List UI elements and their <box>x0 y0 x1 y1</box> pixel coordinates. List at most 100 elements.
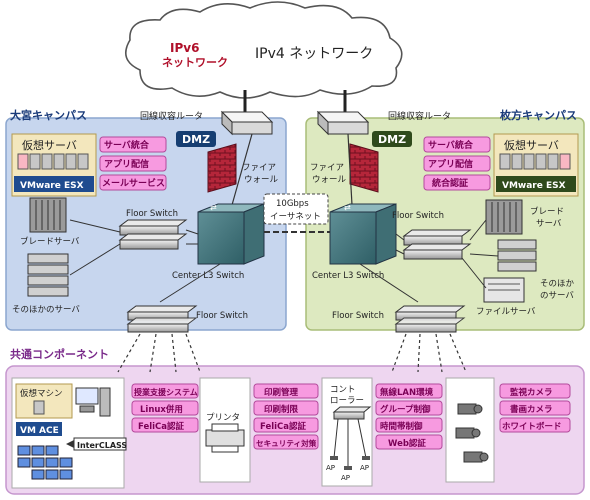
ipv6-label-2: ネットワーク <box>162 56 228 69</box>
right-service-1 <box>423 136 491 153</box>
left-service-3-text: メールサービス <box>102 177 165 189</box>
col2-item-2 <box>253 400 319 416</box>
drop-lines <box>117 333 467 373</box>
right-virtual-server-label: 仮想サーバ <box>504 138 559 152</box>
camera-icons <box>455 403 489 463</box>
col2-item-4-text: セキュリティ対策 <box>256 438 317 448</box>
link-label-2: イーサネット <box>270 212 321 222</box>
col2-item-1 <box>253 383 319 399</box>
col4-item-2 <box>499 400 571 416</box>
left-service-3 <box>99 174 167 191</box>
col4-item-1 <box>499 383 571 399</box>
right-firewall-icon <box>349 143 379 193</box>
left-vmware-badge <box>14 176 94 192</box>
right-blade-server-label-1: ブレード <box>530 206 564 217</box>
col3-item-1 <box>375 383 443 399</box>
file-server-label: ファイルサーバ <box>476 307 536 317</box>
left-router <box>220 110 274 136</box>
right-firewall-label-1: ファイア <box>310 163 344 173</box>
right-service-1-text: サーバ統合 <box>428 139 474 151</box>
col1-item-2-text: Linux併用 <box>140 404 183 415</box>
bottom-left-floor-switch-label: Floor Switch <box>196 311 248 321</box>
link-label-1: 10Gbps <box>276 199 309 209</box>
svg-text:⇄: ⇄ <box>344 203 351 212</box>
left-service-2-text: アプリ配信 <box>104 158 149 170</box>
right-floor-switch-2 <box>402 243 472 260</box>
interclass-text: InterCLASS <box>77 441 127 450</box>
classroom-pcs-icon <box>17 445 73 480</box>
ap-label-2: AP <box>341 474 350 482</box>
right-service-3-text: 統合認証 <box>432 177 468 189</box>
left-floor-switch-label: Floor Switch <box>126 209 178 219</box>
vm-machine-icon <box>33 400 45 415</box>
left-virtual-server-icons <box>17 153 89 170</box>
ap-lines <box>333 418 367 468</box>
left-firewall-icon <box>207 143 237 193</box>
right-router <box>316 110 370 136</box>
left-firewall-label-2: ウォール <box>244 175 279 185</box>
ap-label-3: AP <box>360 464 369 472</box>
right-other-servers-icon <box>497 239 537 272</box>
right-blade-server-label-2: サーバ <box>536 219 562 229</box>
left-core-switch: ⇄ <box>197 203 265 265</box>
right-vmware-text: VMware ESX <box>502 181 566 191</box>
ipv4-label: IPv4 ネットワーク <box>255 46 373 62</box>
col4-item-3-text: ホワイトボード <box>502 421 562 432</box>
left-vmware-text: VMware ESX <box>20 181 84 191</box>
printer-icon <box>205 423 245 453</box>
right-other-servers-label-1: そのほか <box>540 279 575 289</box>
left-dmz-badge <box>176 131 216 147</box>
right-core-switch: ⇄ <box>329 203 397 265</box>
controller-label-1: コント <box>330 385 356 395</box>
left-blade-server-icon <box>29 197 67 233</box>
controller-label-2: ローラー <box>330 396 364 406</box>
bottom-left-floor-switch <box>126 305 198 333</box>
right-blade-server-icon <box>485 199 523 235</box>
col1-item-2 <box>131 400 199 416</box>
col2-item-2-text: 印刷制限 <box>264 404 299 415</box>
left-dmz-text: DMZ <box>182 133 210 146</box>
left-floor-switch-2 <box>118 233 188 250</box>
right-core-switch-label: Center L3 Switch <box>312 271 384 281</box>
left-service-1-text: サーバ統合 <box>104 139 150 151</box>
bottom-right-floor-switch-label: Floor Switch <box>332 311 384 321</box>
col1-item-1 <box>131 383 199 399</box>
right-floor-switch-label: Floor Switch <box>392 211 444 221</box>
left-campus-title: 大宮キャンパス <box>10 108 87 122</box>
right-service-2-text: アプリ配信 <box>428 158 473 170</box>
left-virtual-server-label: 仮想サーバ <box>22 138 77 152</box>
col2-item-3-text: FeliCa認証 <box>260 421 307 432</box>
interclass-badge <box>73 437 127 451</box>
right-firewall-label-2: ウォール <box>312 175 347 185</box>
bottom-right-floor-switch <box>394 305 466 333</box>
col4-item-1-text: 監視カメラ <box>510 387 553 398</box>
col3-item-2-text: グループ制御 <box>380 404 431 415</box>
ap-icons <box>330 456 370 470</box>
file-server-icon <box>483 277 525 303</box>
right-service-3 <box>423 174 491 191</box>
col2-item-4 <box>253 434 319 450</box>
printer-label: プリンタ <box>206 413 240 423</box>
vm-machine-label: 仮想マシン <box>20 388 63 399</box>
left-core-switch-label: Center L3 Switch <box>172 271 244 281</box>
right-campus-title: 枚方キャンパス <box>500 108 577 122</box>
col4-item-2-text: 書画カメラ <box>510 404 553 415</box>
left-firewall-label-1: ファイア <box>242 163 276 173</box>
left-service-2 <box>99 155 167 172</box>
right-other-servers-label-2: のサーバ <box>540 291 574 301</box>
col3-item-4-text: Web認証 <box>388 438 426 449</box>
right-router-label: 回線収容ルータ <box>388 110 451 122</box>
col3-item-4 <box>375 434 443 450</box>
col3-item-3-text: 時間帯制御 <box>380 421 423 432</box>
col3-item-2 <box>375 400 443 416</box>
cloud-shape <box>124 1 403 99</box>
col3-item-1-text: 無線LAN環境 <box>380 387 434 398</box>
col4-item-3 <box>499 417 571 433</box>
left-floor-switch-1 <box>118 219 188 236</box>
right-dmz-badge <box>372 131 412 147</box>
link-label-box <box>263 193 329 225</box>
ipv6-label-1: IPv6 <box>170 41 199 55</box>
col2-item-3 <box>253 417 319 433</box>
vm-ace-badge <box>16 422 62 436</box>
